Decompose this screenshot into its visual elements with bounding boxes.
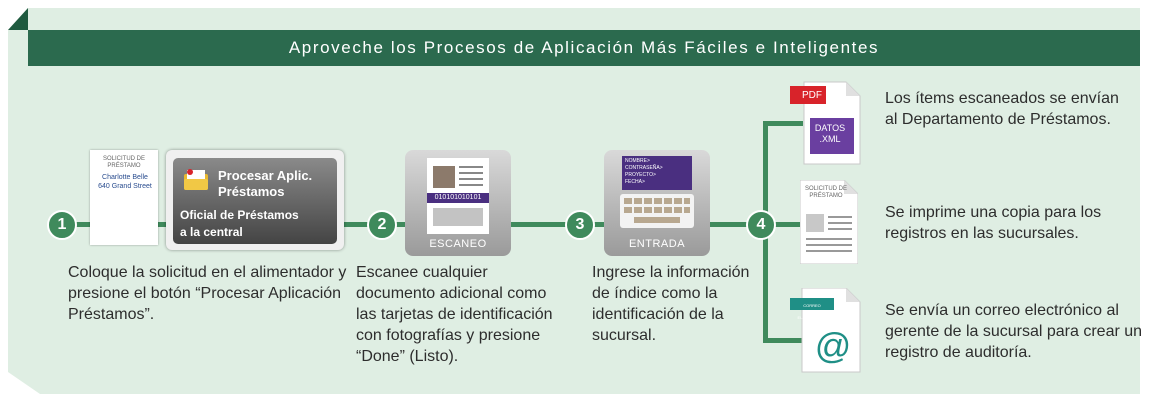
- branch-line-middle: [763, 222, 803, 227]
- step-2-text: Escanee cualquier documento adicional co…: [356, 264, 553, 365]
- entry-field-name: NOMBRE>: [625, 158, 650, 164]
- scan-binary-text: 010101010101: [434, 194, 482, 201]
- pdf-xml-icon: [790, 81, 861, 165]
- output-1-text: Los ítems escaneados se envían al Depart…: [885, 90, 1119, 128]
- xml-label: DATOS .XML: [814, 123, 846, 144]
- entry-field-password: CONTRASEÑA>: [625, 165, 663, 171]
- keyboard-icon: [620, 194, 694, 228]
- application-doc-address: 640 Grand Street: [98, 183, 152, 190]
- title-banner: [28, 30, 1140, 66]
- scan-label: ESCANEO: [429, 238, 487, 250]
- device-panel: Procesar Aplic. Préstamos Oficial de Pré…: [166, 150, 344, 250]
- entry-field-project: PROYECTO>: [625, 172, 656, 178]
- application-doc-header: SOLICITUD DE PRÉSTAMO: [102, 156, 145, 169]
- step-3-text: Ingrese la información de índice como la…: [592, 264, 750, 344]
- pdf-label: PDF: [802, 90, 822, 101]
- entry-field-date: FECHA>: [625, 179, 645, 185]
- step-1-text: Coloque la solicitud en el alimentador y…: [68, 264, 347, 323]
- printed-copy-icon: [800, 180, 858, 264]
- entry-tile: NOMBRE> CONTRASEÑA> PROYECTO> FECHA> ENT…: [604, 150, 710, 256]
- destination-label-line1: Oficial de Préstamos: [180, 208, 299, 222]
- printed-copy-header: SOLICITUD DE PRÉSTAMO: [804, 186, 847, 199]
- branch-line-top: [763, 121, 803, 126]
- branch-line-bottom: [763, 338, 803, 343]
- output-2-text: Se imprime una copia para los registros …: [885, 204, 1102, 242]
- step-2-marker: 2: [367, 210, 397, 240]
- entry-form-card: [622, 156, 692, 190]
- email-header: CORREO ELECTRÓNICO: [797, 303, 827, 320]
- at-symbol-icon: @: [814, 325, 852, 366]
- destination-label-line2: a la central: [180, 225, 243, 239]
- entry-label: ENTRADA: [628, 238, 686, 250]
- page-title: Aproveche los Procesos de Aplicación Más…: [288, 38, 880, 57]
- folder-icon: [184, 169, 208, 190]
- process-button-label-line2[interactable]: Préstamos: [218, 184, 285, 199]
- scan-document-icon: [427, 158, 489, 234]
- step-1-marker: 1: [47, 210, 77, 240]
- application-document: SOLICITUD DE PRÉSTAMO Charlotte Belle 64…: [90, 150, 158, 245]
- scan-tile: 010101010101 ESCANEO: [405, 150, 511, 256]
- process-button-label-line1[interactable]: Procesar Aplic.: [218, 168, 313, 183]
- step-3-marker: 3: [565, 210, 595, 240]
- output-3-text: Se envía un correo electrónico al gerent…: [885, 302, 1143, 361]
- email-icon: [790, 288, 861, 373]
- step-4-marker: 4: [746, 210, 776, 240]
- application-doc-name: Charlotte Belle: [102, 174, 148, 181]
